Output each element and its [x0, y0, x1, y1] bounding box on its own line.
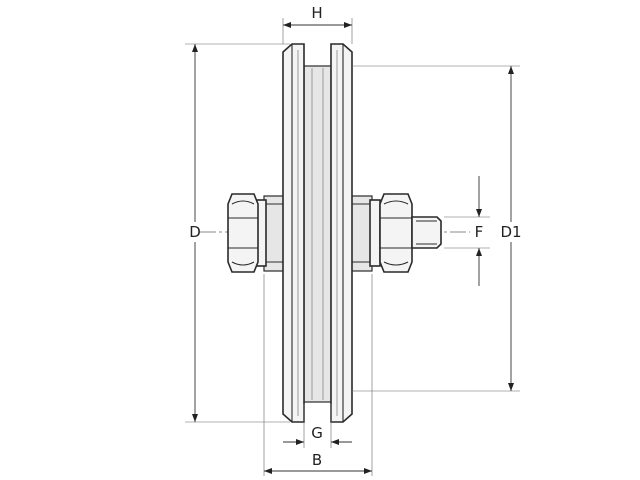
label-g: G [311, 424, 323, 442]
dimension-d [185, 43, 290, 423]
dimension-h [282, 18, 353, 44]
left-flange [282, 43, 305, 423]
wheel-groove-body [303, 65, 332, 403]
label-d1: D1 [500, 223, 521, 241]
dimension-g [283, 404, 352, 448]
label-d: D [189, 223, 201, 241]
right-flange [330, 43, 353, 423]
label-b: B [312, 451, 322, 469]
label-f: F [475, 223, 484, 241]
threaded-bolt-end [411, 216, 442, 249]
dimension-b [263, 274, 373, 476]
right-hex-nut [379, 193, 413, 273]
left-hex-nut [227, 193, 259, 273]
right-washer [369, 199, 381, 267]
label-h: H [311, 4, 322, 22]
dimension-d1 [352, 65, 520, 392]
dimension-f [444, 176, 490, 286]
